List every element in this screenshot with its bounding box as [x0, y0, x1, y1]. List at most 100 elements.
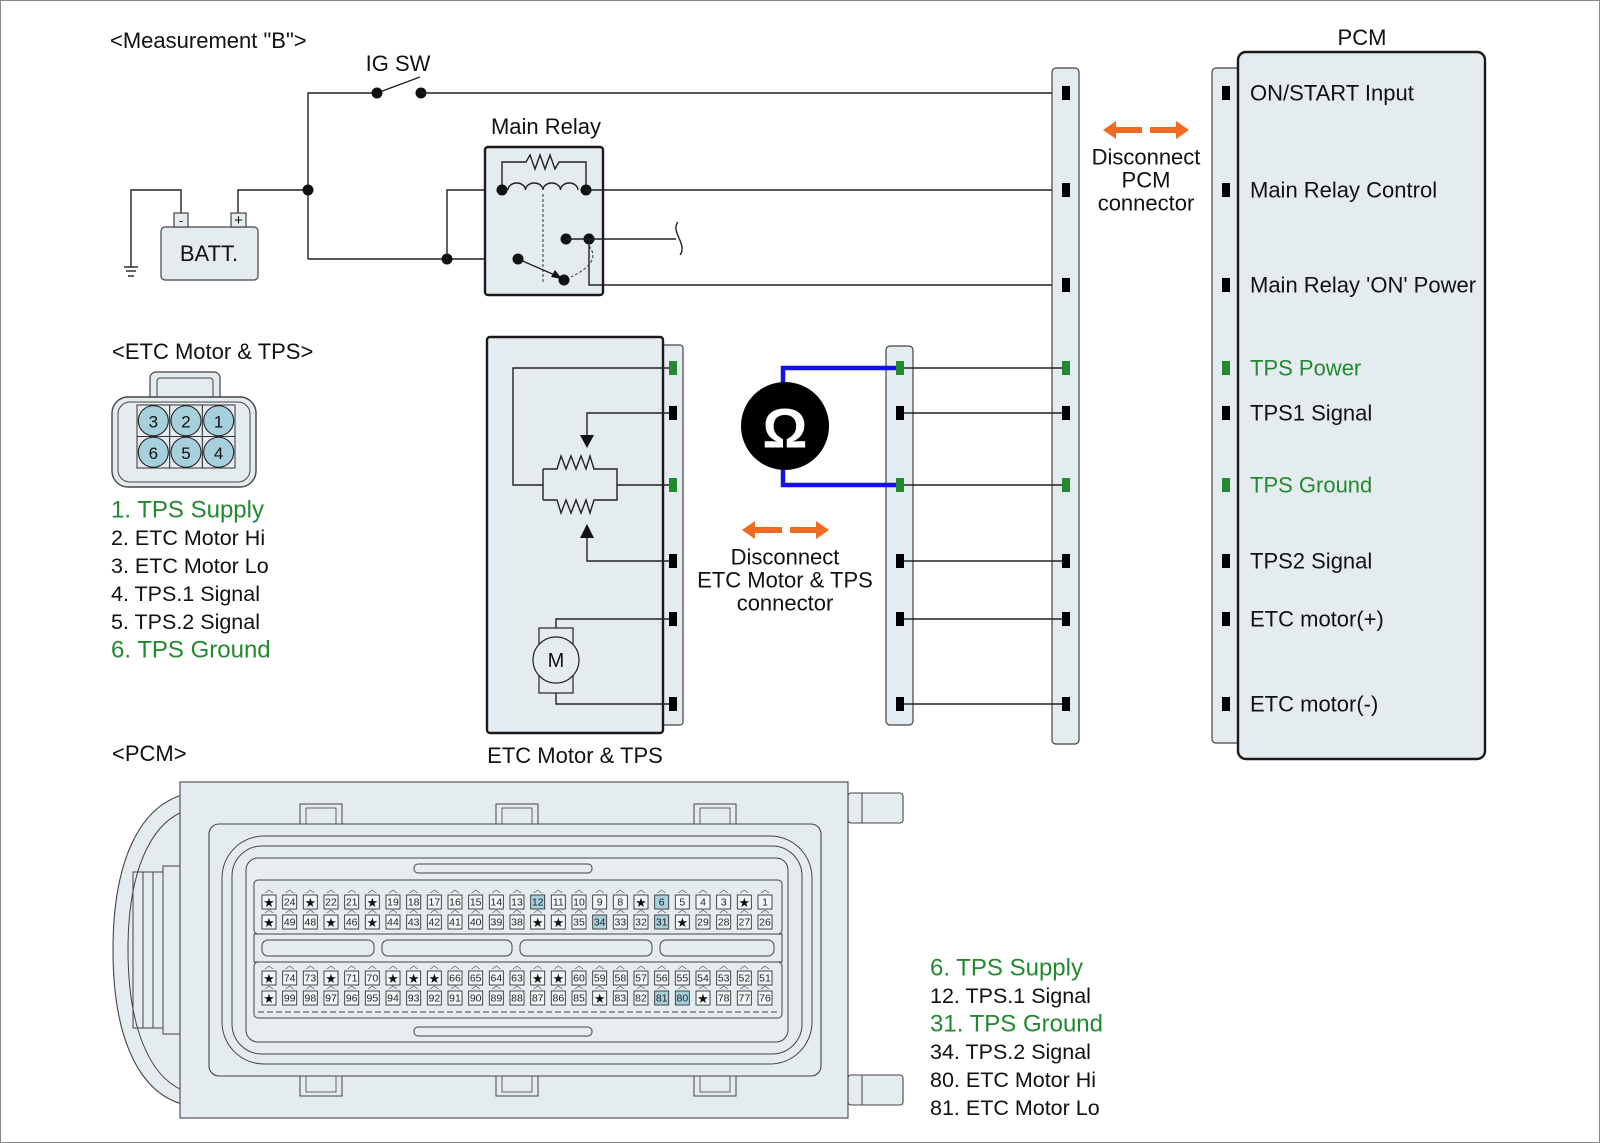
- pcm-pin-cell: [364, 970, 380, 986]
- pcm-pin-cell: [736, 914, 752, 930]
- etc-legend-item: 1. TPS Supply: [111, 497, 264, 524]
- harness-pcm-pin-marker: [1062, 478, 1070, 492]
- pcm-pin-cell: [571, 990, 587, 1006]
- pcm-pin-number: 49: [284, 917, 296, 929]
- unused-pin-star: ★: [305, 895, 317, 910]
- pcm-pin-number: 98: [304, 993, 316, 1005]
- pin-latch-mark: [512, 985, 522, 990]
- pcm-pin-number: 57: [635, 973, 647, 985]
- unused-pin-star: ★: [387, 971, 399, 986]
- pin-latch-mark: [388, 985, 398, 990]
- pcm-pin-cell: [530, 970, 546, 986]
- pin-latch-mark: [636, 909, 646, 914]
- pin-latch-mark: [698, 909, 708, 914]
- harness-pcm-pin-marker: [1062, 697, 1070, 711]
- pin-latch-mark: [678, 909, 687, 914]
- pin-latch-mark: [326, 889, 336, 894]
- pin-latch-mark: [657, 965, 666, 970]
- pcm-pin-cell: [695, 894, 711, 910]
- connector-guide-top: [413, 863, 593, 874]
- pcm-pin-number: 12: [532, 897, 544, 909]
- pcm-pin-cell-highlighted: [654, 894, 670, 910]
- ohmmeter: Ω: [741, 365, 898, 488]
- pcm-pin-cell: [261, 914, 277, 930]
- etc-pin-number: 3: [149, 412, 158, 431]
- pcm-pin-number: 35: [573, 917, 585, 929]
- harness-pcm-pin-marker: [1062, 361, 1070, 375]
- pin-latch-mark: [595, 965, 604, 970]
- pin-latch-mark: [595, 985, 604, 990]
- unused-pin-star: ★: [553, 971, 565, 986]
- pcm-pin-label: ETC motor(-): [1250, 692, 1378, 717]
- pin-latch-mark: [512, 889, 522, 894]
- pcm-pin-cell: [406, 914, 422, 930]
- pcm-pin-number: 16: [449, 897, 461, 909]
- pcm-pin-number: 88: [511, 993, 523, 1005]
- harness-etc-pin-marker: [896, 406, 904, 420]
- pcm-pin-label: TPS1 Signal: [1250, 401, 1372, 426]
- pcm-pin-cell: [426, 894, 442, 910]
- pin-latch-mark: [636, 965, 646, 970]
- etc-connector-title: <ETC Motor & TPS>: [112, 339, 313, 364]
- pcm-pin-cell: [344, 990, 360, 1006]
- pin-latch-mark: [698, 985, 708, 990]
- pcm-pin-number: 3: [721, 897, 727, 909]
- pcm-pin-cell: [488, 894, 504, 910]
- pcm-pin-cell: [406, 970, 422, 986]
- pcm-pin-cell: [385, 990, 401, 1006]
- pin-latch-mark: [450, 909, 460, 914]
- harness-etc-pin-marker: [896, 361, 904, 375]
- pcm-pin-cell: [261, 990, 277, 1006]
- harness-etc-pin-marker: [896, 612, 904, 626]
- pin-latch-mark: [574, 985, 584, 990]
- pcm-pin-number: 34: [594, 917, 606, 929]
- pcm-pin-cell: [612, 990, 628, 1006]
- disconnect-pcm-line2: PCM: [1122, 168, 1171, 193]
- relay-terminal-dot: [496, 184, 508, 196]
- battery-positive-terminal: [230, 212, 247, 228]
- pin-latch-mark: [306, 909, 315, 914]
- pcm-pin-cell-highlighted: [654, 990, 670, 1006]
- etc-pin-marker: [669, 697, 677, 711]
- pcm-pin-number: 94: [387, 993, 399, 1005]
- pcm-pin-cell: [633, 990, 649, 1006]
- pcm-pin-number: 5: [679, 897, 685, 909]
- relay-terminal-dot: [512, 253, 524, 265]
- pcm-pin-cell: [282, 914, 298, 930]
- pcm-pin-number: 48: [304, 917, 316, 929]
- pcm-pin-cell: [550, 914, 566, 930]
- connector-guide-bottom: [413, 1026, 593, 1037]
- pin-latch-mark: [492, 985, 501, 990]
- pcm-pin-cell: [468, 894, 484, 910]
- junction-dot: [302, 184, 314, 196]
- pin-latch-mark: [512, 965, 522, 970]
- pcm-pin-cell: [695, 990, 711, 1006]
- pin-latch-mark: [678, 985, 687, 990]
- ig-switch-contact: [371, 87, 383, 99]
- harness-pcm-pin-marker: [1062, 183, 1070, 197]
- unused-pin-star: ★: [263, 915, 275, 930]
- etc-legend-item: 4. TPS.1 Signal: [111, 582, 260, 606]
- measurement-title: <Measurement "B">: [110, 28, 307, 53]
- battery-label: BATT.: [180, 241, 238, 266]
- pin-latch-mark: [450, 889, 460, 894]
- pin-latch-mark: [347, 985, 356, 990]
- pcm-pin-number: 19: [387, 897, 399, 909]
- pcm-pin-cell: [447, 894, 463, 910]
- pcm-pin-cell: [509, 990, 525, 1006]
- mount-tab-top: [847, 792, 904, 824]
- main-relay-label: Main Relay: [491, 114, 601, 139]
- pin-latch-mark: [409, 889, 418, 894]
- pcm-pin-number: 89: [490, 993, 502, 1005]
- etc-pin-number: 2: [181, 412, 190, 431]
- etc-legend-item: 3. ETC Motor Lo: [111, 554, 269, 578]
- pcm-pin-number: 58: [614, 973, 626, 985]
- harness-pcm-pin-marker: [1062, 86, 1070, 100]
- pcm-pin-number: 59: [594, 973, 606, 985]
- pcm-pin-cell: [736, 990, 752, 1006]
- negative-sign: -: [179, 213, 183, 228]
- pin-latch-mark: [409, 965, 418, 970]
- unused-pin-star: ★: [677, 915, 689, 930]
- unused-pin-star: ★: [263, 991, 275, 1006]
